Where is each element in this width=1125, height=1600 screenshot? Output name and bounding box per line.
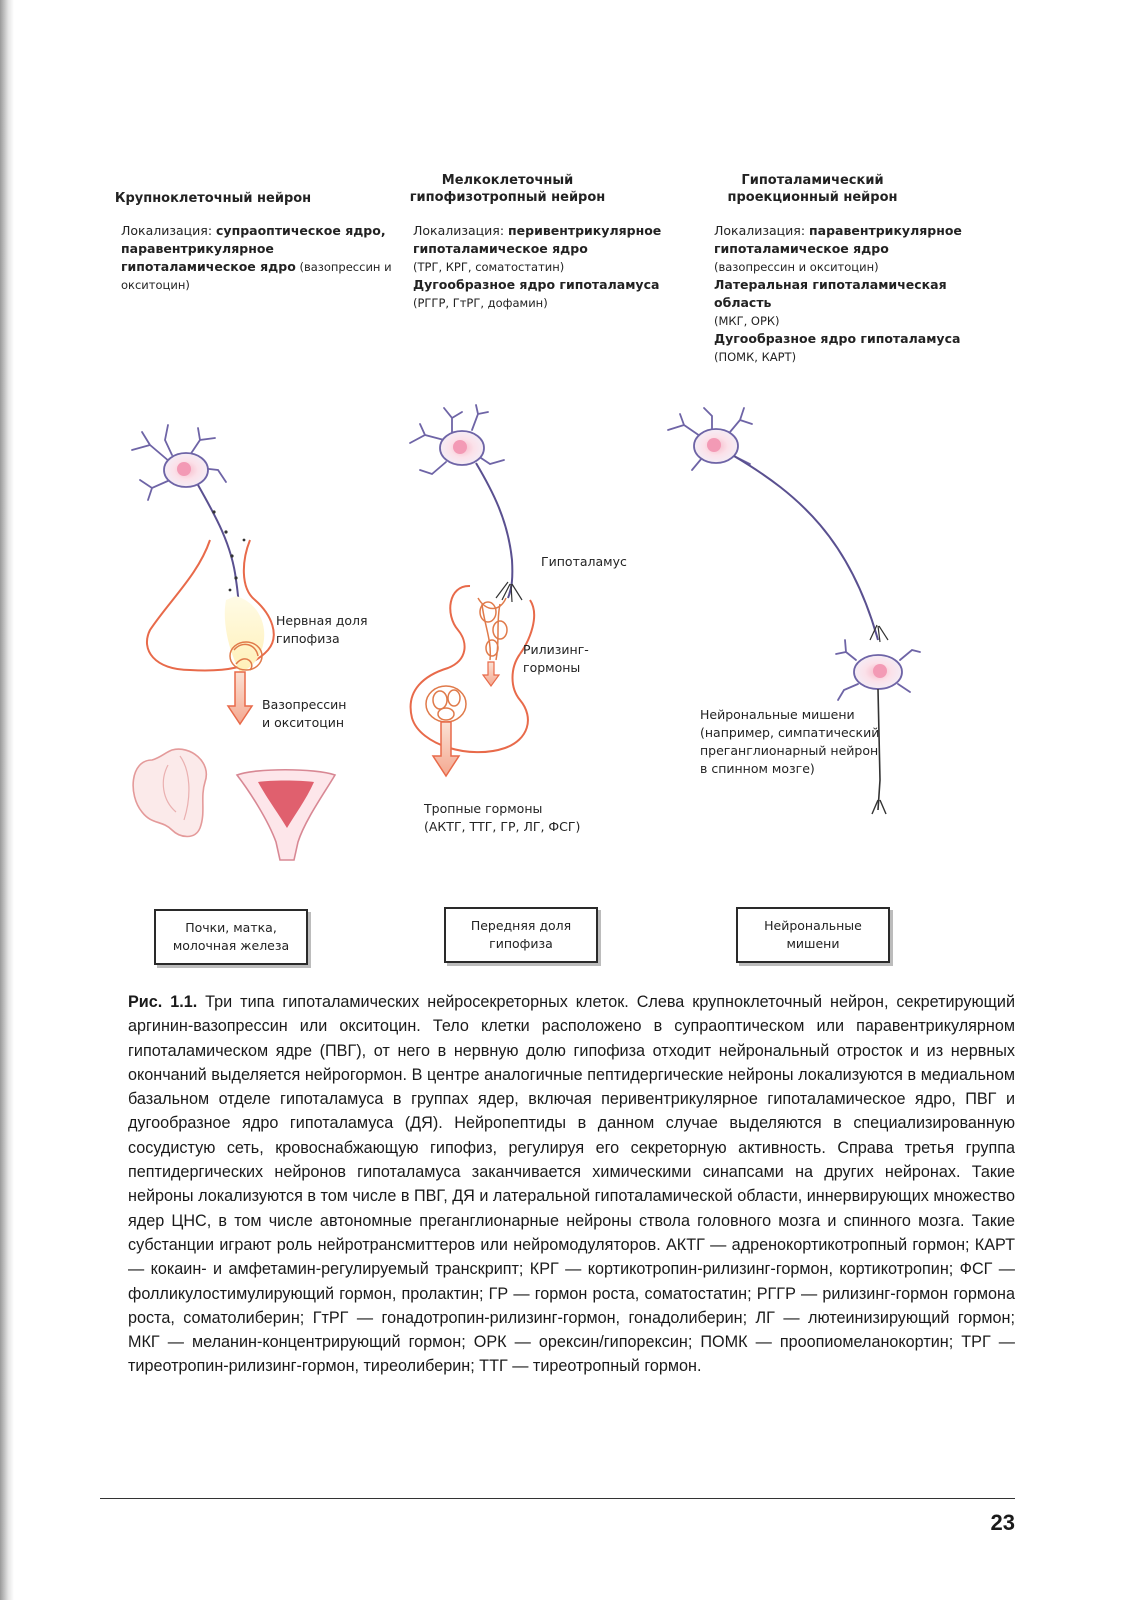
figure-caption-label: Рис. 1.1. bbox=[128, 993, 197, 1011]
box-anterior-pituitary-line2: гипофиза bbox=[471, 935, 571, 953]
box-neuronal-targets-line1: Нейрональные bbox=[764, 917, 862, 935]
label-neuronal-targets: Нейрональные мишени (например, симпатиче… bbox=[700, 706, 879, 778]
box-neuronal-targets-line2: мишени bbox=[764, 935, 862, 953]
label-neural-lobe-line2: гипофиза bbox=[276, 630, 368, 648]
box-neuronal-targets: Нейрональные мишени bbox=[736, 907, 890, 963]
box-target-organs-line1: Почки, матка, bbox=[173, 919, 289, 937]
figure-caption: Рис. 1.1. Три типа гипоталамических нейр… bbox=[128, 990, 1015, 1379]
label-releasing-line2: гормоны bbox=[523, 659, 589, 677]
label-tropic-hormones: Тропные гормоны (АКТГ, ТТГ, ГР, ЛГ, ФСГ) bbox=[424, 800, 580, 836]
label-hypothalamus: Гипоталамус bbox=[541, 553, 627, 571]
label-targets-line1: Нейрональные мишени bbox=[700, 706, 879, 724]
label-targets-line3: преганглионарный нейрон bbox=[700, 742, 879, 760]
label-tropic-line1: Тропные гормоны bbox=[424, 800, 580, 818]
box-anterior-pituitary-line1: Передняя доля bbox=[471, 917, 571, 935]
label-vasopressin: Вазопрессин и окситоцин bbox=[262, 696, 346, 732]
label-vasopressin-line2: и окситоцин bbox=[262, 714, 346, 732]
figure-caption-text: Три типа гипоталамических нейросекреторн… bbox=[128, 993, 1015, 1375]
parvocellular-neuron bbox=[410, 405, 534, 776]
label-releasing-line1: Рилизинг- bbox=[523, 641, 589, 659]
label-targets-line4: в спинном мозге) bbox=[700, 760, 879, 778]
box-target-organs: Почки, матка, молочная железа bbox=[154, 909, 308, 965]
box-target-organs-line2: молочная железа bbox=[173, 937, 289, 955]
box-anterior-pituitary: Передняя доля гипофиза bbox=[444, 907, 598, 963]
footer-rule bbox=[100, 1498, 1015, 1499]
label-tropic-line2: (АКТГ, ТТГ, ГР, ЛГ, ФСГ) bbox=[424, 818, 580, 836]
label-vasopressin-line1: Вазопрессин bbox=[262, 696, 346, 714]
label-neural-lobe: Нервная доля гипофиза bbox=[276, 612, 368, 648]
page-number: 23 bbox=[975, 1510, 1015, 1536]
label-releasing-hormones: Рилизинг- гормоны bbox=[523, 641, 589, 677]
label-targets-line2: (например, симпатический bbox=[700, 724, 879, 742]
label-neural-lobe-line1: Нервная доля bbox=[276, 612, 368, 630]
label-hypothalamus-text: Гипоталамус bbox=[541, 554, 627, 569]
